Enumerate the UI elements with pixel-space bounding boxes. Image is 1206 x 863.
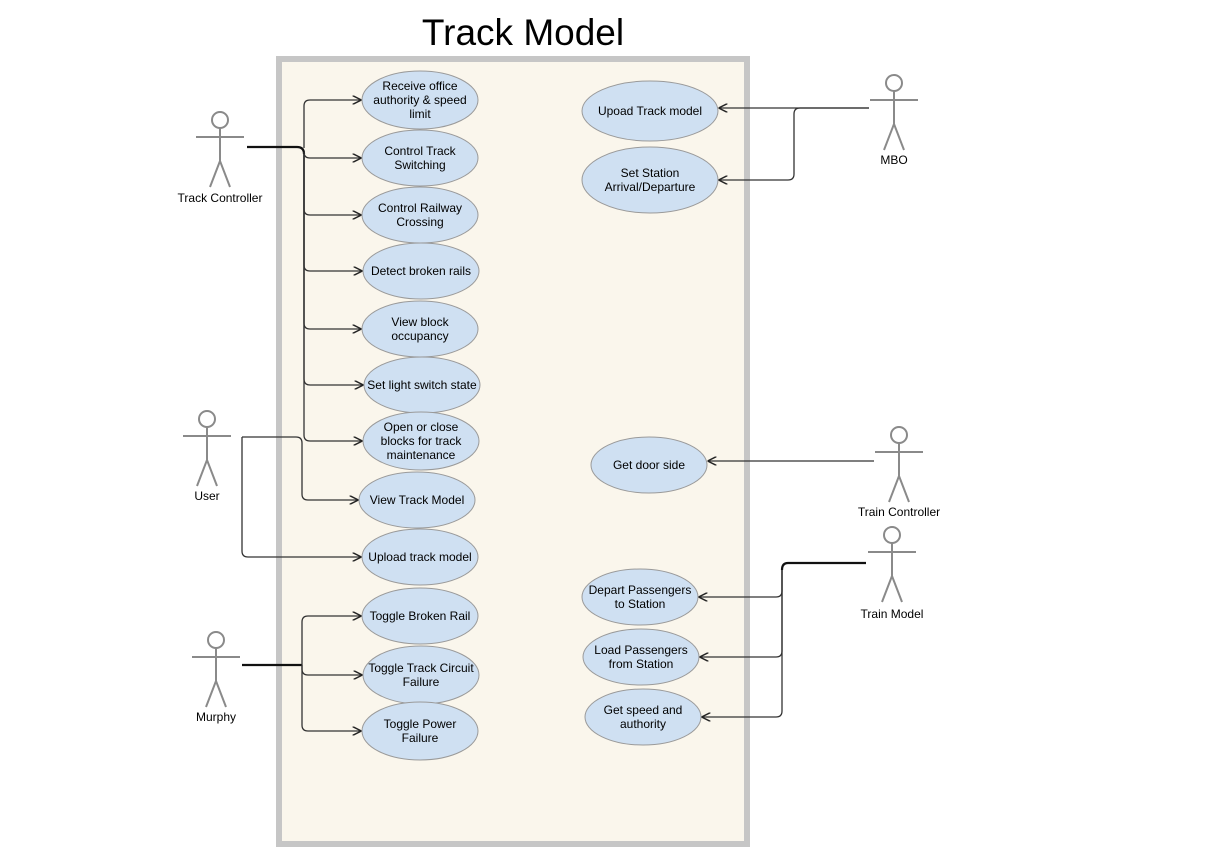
use-case-label: Get door side — [613, 458, 685, 472]
use-case-label: maintenance — [387, 448, 456, 462]
use-case-label: Set Station — [621, 166, 680, 180]
use-case-label: Control Track — [384, 144, 456, 158]
association-track-controller-to-receive-office-authority — [303, 100, 361, 148]
use-case-label: Crossing — [396, 215, 443, 229]
use-case-label: Switching — [394, 158, 445, 172]
association-trunk-train-model — [780, 561, 866, 571]
actor-track-controller: Track Controller — [178, 111, 263, 205]
association-track-controller-to-control-track-switching — [303, 151, 361, 158]
use-case-ellipse — [581, 146, 719, 214]
actor-label: MBO — [880, 153, 907, 167]
stick-figure-icon — [196, 111, 244, 188]
use-case-label: Failure — [402, 731, 439, 745]
association-murphy-to-toggle-broken-rail — [301, 616, 361, 665]
association-murphy-to-toggle-power-failure — [301, 665, 361, 731]
use-case-label: Depart Passengers — [589, 583, 692, 597]
actor-train-controller: Train Controller — [858, 426, 940, 519]
use-case-label: Failure — [403, 675, 440, 689]
use-case-label: Load Passengers — [594, 643, 687, 657]
association-train-model-to-get-speed-authority — [702, 570, 783, 717]
use-case-label: Detect broken rails — [371, 264, 471, 278]
use-case-ellipse — [362, 411, 480, 471]
actor-label: Track Controller — [178, 191, 263, 205]
diagram-title: Track Model — [422, 12, 624, 53]
actor-train-model: Train Model — [861, 526, 924, 621]
association-track-controller-to-open-close-blocks — [303, 154, 362, 441]
use-case-label: Toggle Track Circuit — [368, 661, 474, 675]
use-case-ellipse — [358, 471, 476, 529]
use-case-ellipse — [584, 688, 702, 746]
use-case-label: blocks for track — [381, 434, 463, 448]
actor-mbo: MBO — [870, 74, 918, 167]
use-case-label: Control Railway — [378, 201, 462, 215]
use-case-label: occupancy — [391, 329, 448, 343]
use-case-ellipse — [361, 129, 479, 187]
use-case-label: View Track Model — [370, 493, 464, 507]
use-case-ellipse — [581, 80, 719, 142]
actor-label: Murphy — [196, 710, 236, 724]
use-case-ellipse — [361, 701, 479, 761]
use-case-label: Get speed and — [604, 703, 683, 717]
use-case-label: Toggle Broken Rail — [370, 609, 471, 623]
stick-figure-icon — [875, 426, 923, 503]
actor-label: User — [194, 489, 219, 503]
association-user-to-upload-track-model — [241, 437, 361, 557]
use-case-label: Open or close — [384, 420, 459, 434]
use-case-label: to Station — [615, 597, 666, 611]
stick-figure-icon — [870, 74, 918, 151]
use-case-detect-broken-rails: Detect broken rails — [362, 242, 480, 300]
use-case-ellipse — [361, 528, 479, 586]
use-case-get-door-side: Get door side — [590, 436, 708, 494]
use-case-ellipse — [590, 436, 708, 494]
use-case-ellipse — [582, 628, 700, 686]
use-case-upload-track-model: Upload track model — [361, 528, 479, 586]
use-case-upoad-track-model: Upoad Track model — [581, 80, 719, 142]
use-case-set-light-switch-state: Set light switch state — [363, 356, 481, 414]
use-case-label: authority — [620, 717, 666, 731]
stick-figure-icon — [868, 526, 916, 603]
use-case-label: limit — [409, 107, 431, 121]
use-case-label: authority & speed — [373, 93, 466, 107]
use-case-label: Receive office — [382, 79, 457, 93]
association-user-to-view-track-model — [242, 436, 358, 500]
associations — [241, 100, 874, 731]
stick-figure-icon — [183, 410, 231, 487]
use-case-toggle-broken-rail: Toggle Broken Rail — [361, 587, 479, 645]
use-case-label: Upload track model — [368, 550, 471, 564]
use-case-label: Toggle Power — [384, 717, 457, 731]
actor-user: User — [183, 410, 231, 503]
use-case-ellipse — [362, 242, 480, 300]
actor-label: Train Controller — [858, 505, 940, 519]
use-case-ellipse — [361, 587, 479, 645]
use-case-ellipse — [361, 70, 479, 130]
use-case-label: Arrival/Departure — [605, 180, 696, 194]
association-mbo-to-set-station-arrival — [719, 107, 869, 180]
actor-murphy: Murphy — [192, 631, 240, 724]
use-case-view-track-model: View Track Model — [358, 471, 476, 529]
use-case-label: Set light switch state — [367, 378, 477, 392]
stick-figure-icon — [192, 631, 240, 708]
actor-label: Train Model — [861, 607, 924, 621]
use-case-label: Upoad Track model — [598, 104, 702, 118]
use-case-label: View block — [391, 315, 449, 329]
use-case-label: from Station — [609, 657, 674, 671]
use-case-ellipse — [581, 568, 699, 626]
